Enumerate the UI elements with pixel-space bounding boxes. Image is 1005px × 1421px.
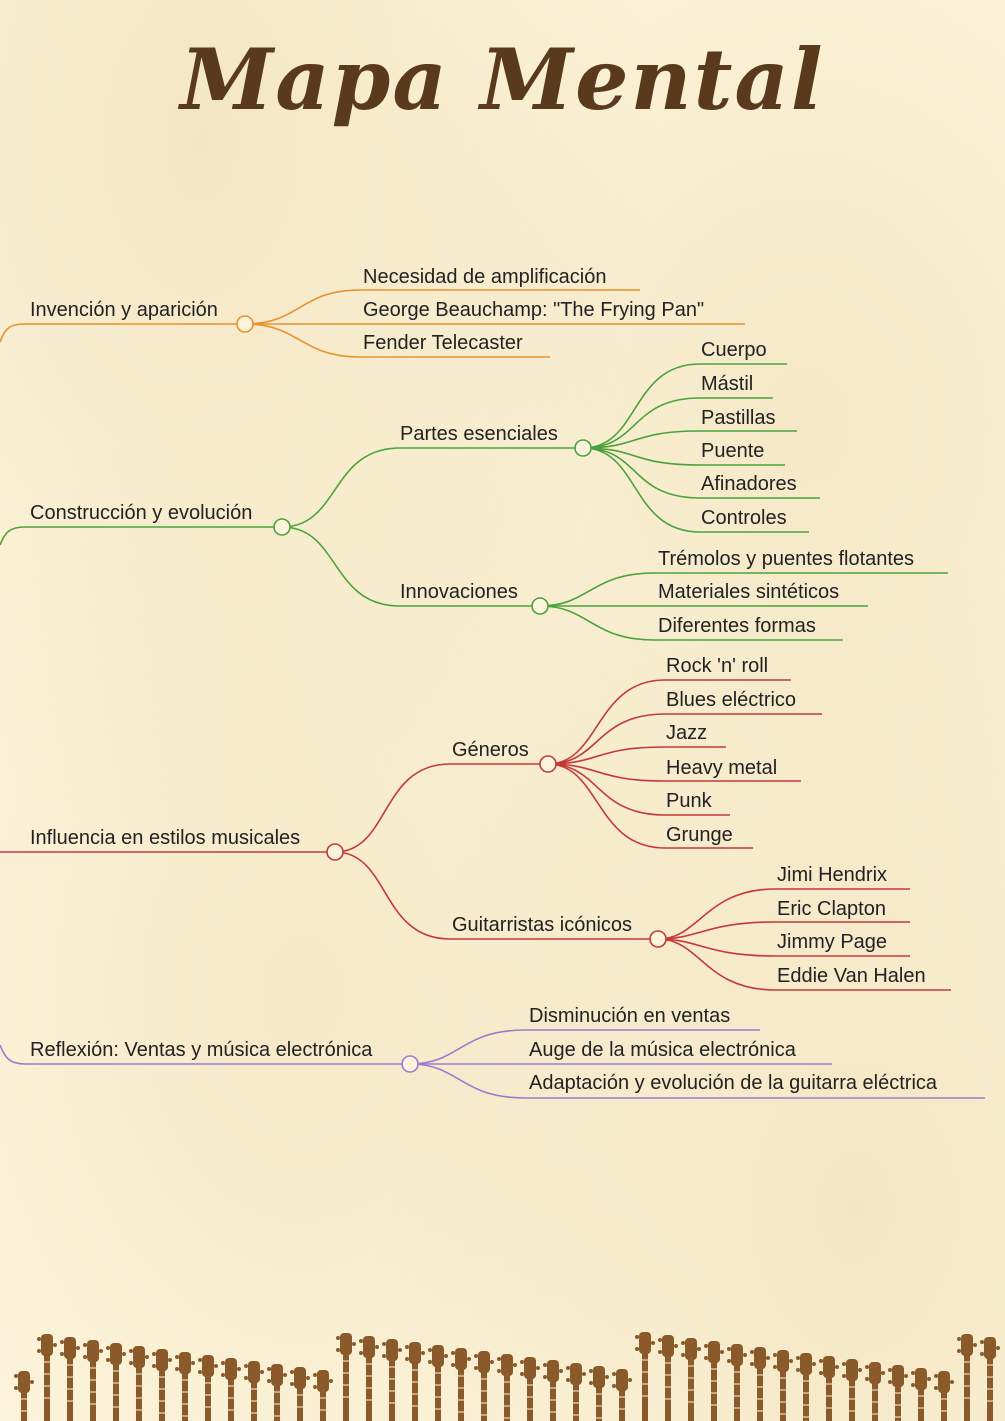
- branch-label-reflexion: Reflexión: Ventas y música electrónica: [30, 1039, 373, 1061]
- guitar-headstock-icon: [842, 1359, 862, 1421]
- guitar-headstock-icon: [175, 1352, 195, 1421]
- leaf-grunge: Grunge: [666, 824, 733, 846]
- leaf-controles: Controles: [701, 507, 787, 529]
- leaf-afinadores: Afinadores: [701, 473, 797, 495]
- guitar-headstock-icon: [635, 1332, 655, 1421]
- guitar-headstock-icon: [888, 1365, 908, 1421]
- branch-influencia-lines: [0, 679, 951, 991]
- node-partes-esenciales: Partes esenciales: [400, 423, 558, 445]
- branch-construccion-lines: [0, 363, 948, 641]
- leaf-blues: Blues eléctrico: [666, 689, 797, 711]
- leaf-formas: Diferentes formas: [658, 615, 816, 637]
- branch-label-influencia: Influencia en estilos musicales: [30, 827, 301, 849]
- guitar-headstock-icon: [566, 1363, 586, 1421]
- guitar-headstock-icon: [359, 1336, 379, 1421]
- guitar-headstock-icon: [198, 1355, 218, 1421]
- guitar-headstock-icon: [681, 1338, 701, 1421]
- node-innovaciones: Innovaciones: [400, 581, 518, 603]
- guitar-headstock-icon: [14, 1371, 34, 1421]
- node-auge: Auge de la música electrónica: [529, 1039, 796, 1061]
- guitar-headstock-icon: [497, 1354, 517, 1421]
- guitar-headstock-icon: [658, 1335, 678, 1421]
- node-beauchamp: George Beauchamp: "The Frying Pan": [363, 299, 705, 321]
- leaf-hendrix: Jimi Hendrix: [777, 864, 888, 886]
- guitar-headstock-icon: [405, 1342, 425, 1421]
- guitar-headstock-icon: [221, 1358, 241, 1421]
- guitar-headstock-icon: [382, 1339, 402, 1421]
- leaf-materiales: Materiales sintéticos: [658, 581, 840, 603]
- guitar-headstock-icon: [267, 1364, 287, 1421]
- leaf-cuerpo: Cuerpo: [701, 339, 767, 361]
- guitar-headstock-icon: [589, 1366, 609, 1421]
- guitar-headstock-icon: [152, 1349, 172, 1421]
- guitar-headstock-icon: [819, 1356, 839, 1421]
- page-title: Mapa Mental: [180, 30, 825, 129]
- leaf-punk: Punk: [666, 790, 712, 812]
- leaf-mastil: Mástil: [701, 373, 754, 395]
- leaf-clapton: Eric Clapton: [777, 898, 886, 920]
- guitar-headstock-icon: [336, 1333, 356, 1421]
- leaf-pastillas: Pastillas: [701, 407, 776, 429]
- leaf-page: Jimmy Page: [777, 931, 888, 953]
- guitar-headstock-icon: [865, 1362, 885, 1421]
- branch-reflexion-lines: [0, 1029, 985, 1099]
- leaf-heavy-metal: Heavy metal: [666, 757, 778, 779]
- leaf-jazz: Jazz: [666, 722, 708, 744]
- guitar-headstock-icon: [451, 1348, 471, 1421]
- guitar-headstock-icon: [704, 1341, 724, 1421]
- guitar-headstock-border: [14, 1332, 1000, 1421]
- guitar-headstock-icon: [727, 1344, 747, 1421]
- leaf-rock: Rock 'n' roll: [666, 655, 769, 677]
- node-necesidad: Necesidad de amplificación: [363, 266, 607, 288]
- guitar-headstock-icon: [244, 1361, 264, 1421]
- guitar-headstock-icon: [83, 1340, 103, 1421]
- guitar-headstock-icon: [980, 1337, 1000, 1421]
- guitar-headstock-icon: [520, 1357, 540, 1421]
- branch-label-construccion: Construcción y evolución: [30, 502, 253, 524]
- guitar-headstock-icon: [428, 1345, 448, 1421]
- node-disminucion: Disminución en ventas: [529, 1005, 731, 1027]
- guitar-headstock-icon: [129, 1346, 149, 1421]
- node-adaptacion: Adaptación y evolución de la guitarra el…: [529, 1072, 938, 1094]
- guitar-headstock-icon: [796, 1353, 816, 1421]
- branch-invencion-lines: [0, 289, 745, 358]
- leaf-puente: Puente: [701, 440, 765, 462]
- guitar-headstock-icon: [612, 1369, 632, 1421]
- guitar-headstock-icon: [290, 1367, 310, 1421]
- branch-label-invencion: Invención y aparición: [30, 299, 218, 321]
- guitar-headstock-icon: [474, 1351, 494, 1421]
- leaf-van-halen: Eddie Van Halen: [777, 965, 926, 987]
- node-telecaster: Fender Telecaster: [363, 332, 523, 354]
- leaf-tremolos: Trémolos y puentes flotantes: [658, 548, 915, 570]
- guitar-headstock-icon: [957, 1334, 977, 1421]
- guitar-headstock-icon: [750, 1347, 770, 1421]
- node-generos: Géneros: [452, 739, 529, 761]
- guitar-headstock-icon: [543, 1360, 563, 1421]
- guitar-headstock-icon: [106, 1343, 126, 1421]
- node-guitarristas: Guitarristas icónicos: [452, 914, 633, 936]
- guitar-headstock-icon: [60, 1337, 80, 1421]
- guitar-headstock-icon: [934, 1371, 954, 1421]
- guitar-headstock-icon: [313, 1370, 333, 1421]
- guitar-headstock-icon: [911, 1368, 931, 1421]
- guitar-headstock-icon: [773, 1350, 793, 1421]
- guitar-headstock-icon: [37, 1334, 57, 1421]
